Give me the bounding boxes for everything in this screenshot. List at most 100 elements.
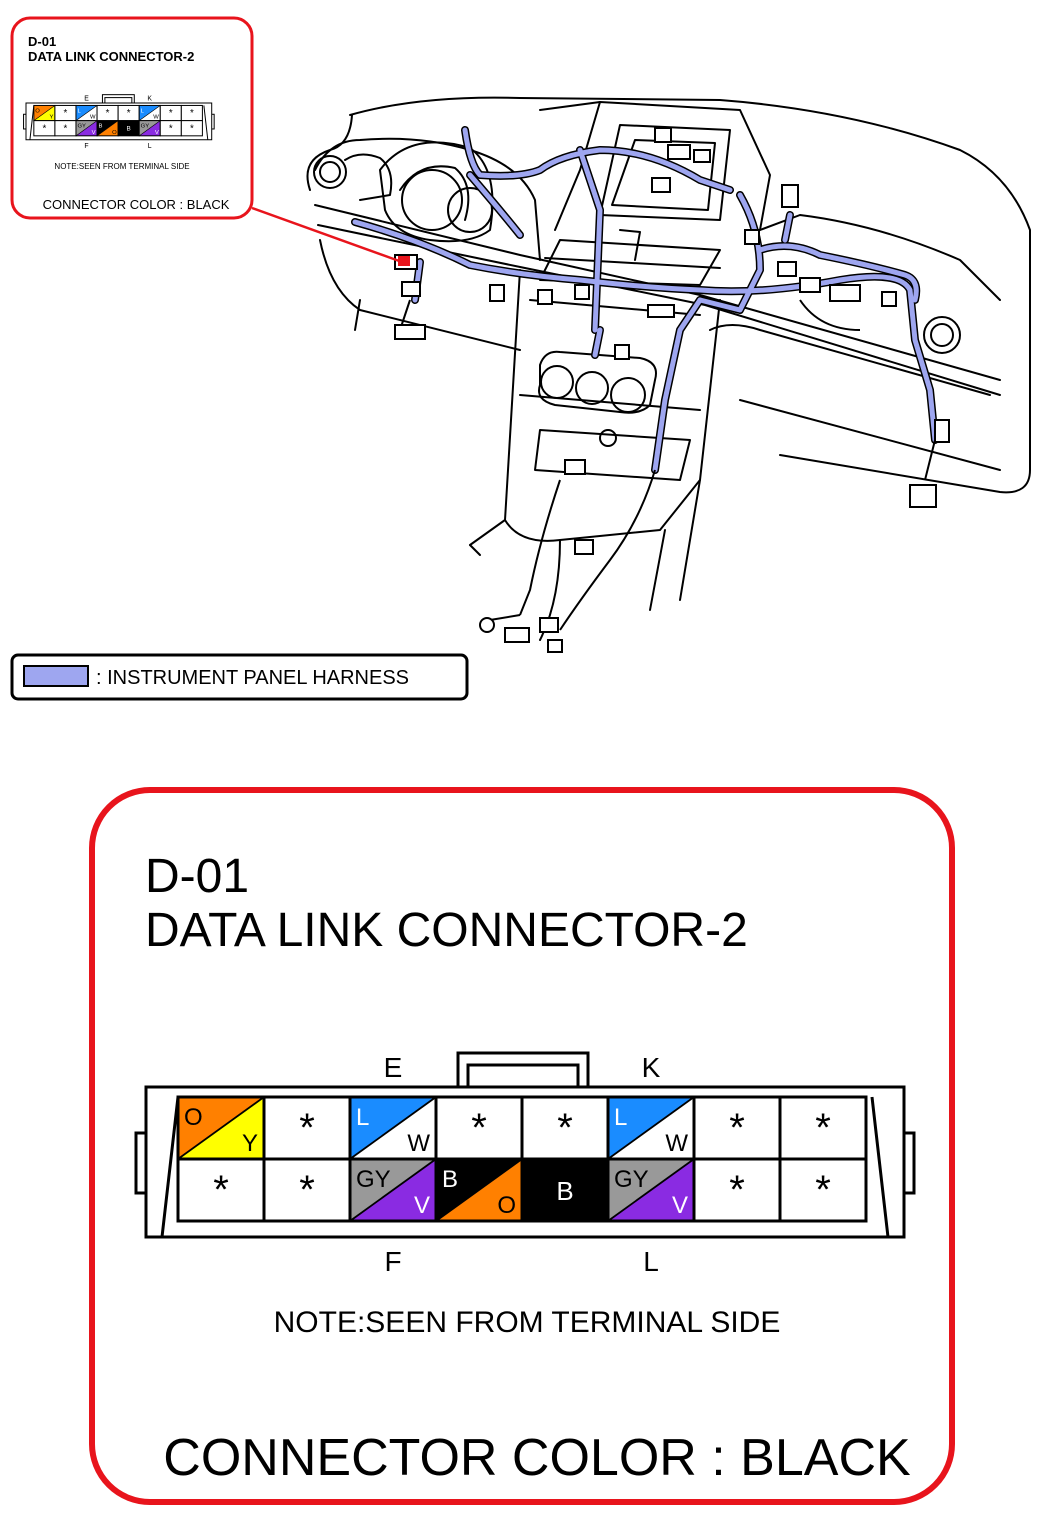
small-connector-card: D-01 DATA LINK CONNECTOR-2 OY*LW**LW****… bbox=[10, 16, 254, 220]
connector-pin-top-1: OY bbox=[176, 1095, 266, 1161]
unused-pin-mark: * bbox=[729, 1106, 745, 1150]
wire-color-label-primary: L bbox=[356, 1104, 369, 1131]
connector-pin-bottom-2: * bbox=[54, 120, 77, 137]
pin-cell bbox=[520, 1095, 610, 1161]
large-card-title: DATA LINK CONNECTOR-2 bbox=[145, 904, 748, 957]
wire-color-label-primary: L bbox=[141, 108, 145, 114]
wire-color-label-primary: GY bbox=[141, 124, 150, 130]
wire-color-label-primary: L bbox=[614, 1104, 627, 1131]
wire-color-label-primary: O bbox=[35, 108, 40, 114]
wire-color-label-stripe: O bbox=[112, 130, 117, 136]
connector-pin-bottom-3: GYV bbox=[75, 120, 98, 137]
pin-cell bbox=[692, 1095, 782, 1161]
pin-divider bbox=[607, 1096, 695, 1160]
large-card-connector-color: CONNECTOR COLOR : BLACK bbox=[163, 1429, 911, 1487]
connector-pin-bottom-6: GY V bbox=[606, 1157, 696, 1223]
wire-color-label-stripe: O bbox=[497, 1192, 516, 1219]
unused-pin-mark: * bbox=[190, 123, 194, 134]
legend-border bbox=[10, 653, 469, 701]
unused-pin-mark: * bbox=[729, 1168, 745, 1212]
wire-color-label-primary: B bbox=[99, 124, 103, 130]
unused-pin-mark: * bbox=[127, 108, 131, 119]
connector-pin-top-1: OY bbox=[33, 104, 56, 122]
connector-pin-bottom-8: * bbox=[180, 120, 203, 137]
legend-swatch bbox=[23, 665, 89, 687]
small-connectors bbox=[394, 127, 950, 653]
connector-pin-top-3: LW bbox=[348, 1095, 438, 1161]
connector-pin-bottom-8: * bbox=[778, 1157, 868, 1223]
pin-divider bbox=[33, 105, 56, 121]
connector-pin-top-2: * bbox=[54, 104, 77, 122]
pin-cell bbox=[434, 1095, 524, 1161]
large-card-note: NOTE:SEEN FROM TERMINAL SIDE bbox=[274, 1306, 781, 1339]
wire-color-label-stripe: W bbox=[153, 115, 159, 121]
unused-pin-mark: * bbox=[64, 108, 68, 119]
wire-color-label-primary: GY bbox=[614, 1166, 649, 1193]
wire-color-label-primary: GY bbox=[77, 124, 86, 130]
pin-cell bbox=[262, 1157, 352, 1223]
pin-divider bbox=[349, 1158, 437, 1222]
small-card-title: DATA LINK CONNECTOR-2 bbox=[28, 49, 194, 64]
connector-pin-top-6: LW bbox=[606, 1095, 696, 1161]
unused-pin-mark: * bbox=[815, 1106, 831, 1150]
callout-leader-line bbox=[251, 206, 403, 264]
unused-pin-mark: * bbox=[106, 108, 110, 119]
pin-cell bbox=[176, 1157, 266, 1223]
connector-pin-bottom-1: * bbox=[33, 120, 56, 137]
connector-pin-bottom-7: * bbox=[692, 1157, 782, 1223]
unused-pin-mark: * bbox=[169, 108, 173, 119]
connector-pin-top-7: * bbox=[159, 104, 182, 122]
small-card-note: NOTE:SEEN FROM TERMINAL SIDE bbox=[54, 162, 189, 171]
legend-label: : INSTRUMENT PANEL HARNESS bbox=[96, 667, 409, 689]
connector-pin-top-6: LW bbox=[138, 104, 161, 122]
pin-divider bbox=[349, 1096, 437, 1160]
wire-color-label-primary: O bbox=[184, 1104, 203, 1131]
wire-color-label-stripe: V bbox=[672, 1192, 688, 1219]
branch-wires bbox=[399, 299, 936, 631]
unused-pin-mark: * bbox=[213, 1168, 229, 1212]
pin-label-k: K bbox=[642, 1052, 661, 1083]
wire-color-label: B bbox=[127, 126, 131, 133]
wire-color-label-primary: L bbox=[77, 108, 81, 114]
connector-pin-top-4: * bbox=[434, 1095, 524, 1161]
connector-pin-top-2: * bbox=[262, 1095, 352, 1161]
wire-color-label-stripe: W bbox=[90, 115, 96, 121]
pin-divider bbox=[75, 120, 98, 137]
connector-latch-inner bbox=[104, 97, 133, 104]
connector-pin-top-4: * bbox=[96, 104, 119, 122]
pin-divider bbox=[177, 1096, 265, 1160]
unused-pin-mark: * bbox=[471, 1106, 487, 1150]
pin-label-l: L bbox=[643, 1246, 659, 1277]
pin-divider bbox=[607, 1158, 695, 1222]
connector-bevel bbox=[160, 1096, 890, 1238]
unused-pin-mark: * bbox=[169, 123, 173, 134]
pin-label-f: F bbox=[84, 143, 88, 150]
wire-color-label-primary: B bbox=[442, 1166, 458, 1193]
connector-pin-top-7: * bbox=[692, 1095, 782, 1161]
unused-pin-mark: * bbox=[299, 1168, 315, 1212]
wire-color-label-stripe: W bbox=[665, 1130, 688, 1157]
legend: : INSTRUMENT PANEL HARNESS bbox=[10, 653, 469, 701]
wire-color-label-stripe: V bbox=[414, 1192, 430, 1219]
small-card-code: D-01 bbox=[28, 34, 56, 49]
pin-cell bbox=[180, 120, 203, 137]
connector-pin-bottom-2: * bbox=[262, 1157, 352, 1223]
connector-pin-bottom-4: BO bbox=[434, 1157, 524, 1223]
unused-pin-mark: * bbox=[64, 123, 68, 134]
pin-label-f: F bbox=[384, 1246, 401, 1277]
pin-cell bbox=[520, 1157, 610, 1223]
connector-pin-top-8: * bbox=[778, 1095, 868, 1161]
connector-pin-top-5: * bbox=[117, 104, 140, 122]
pin-divider bbox=[75, 105, 98, 121]
unused-pin-mark: * bbox=[42, 123, 46, 134]
connector-pin-top-8: * bbox=[180, 104, 203, 122]
wire-color-label: B bbox=[556, 1176, 573, 1206]
wire-color-label-primary: GY bbox=[356, 1166, 391, 1193]
pin-divider bbox=[139, 105, 161, 121]
connector-latch-inner bbox=[466, 1063, 580, 1089]
large-card-code: D-01 bbox=[145, 850, 249, 903]
pin-divider bbox=[96, 120, 119, 137]
wire-color-label-stripe: Y bbox=[50, 115, 54, 121]
